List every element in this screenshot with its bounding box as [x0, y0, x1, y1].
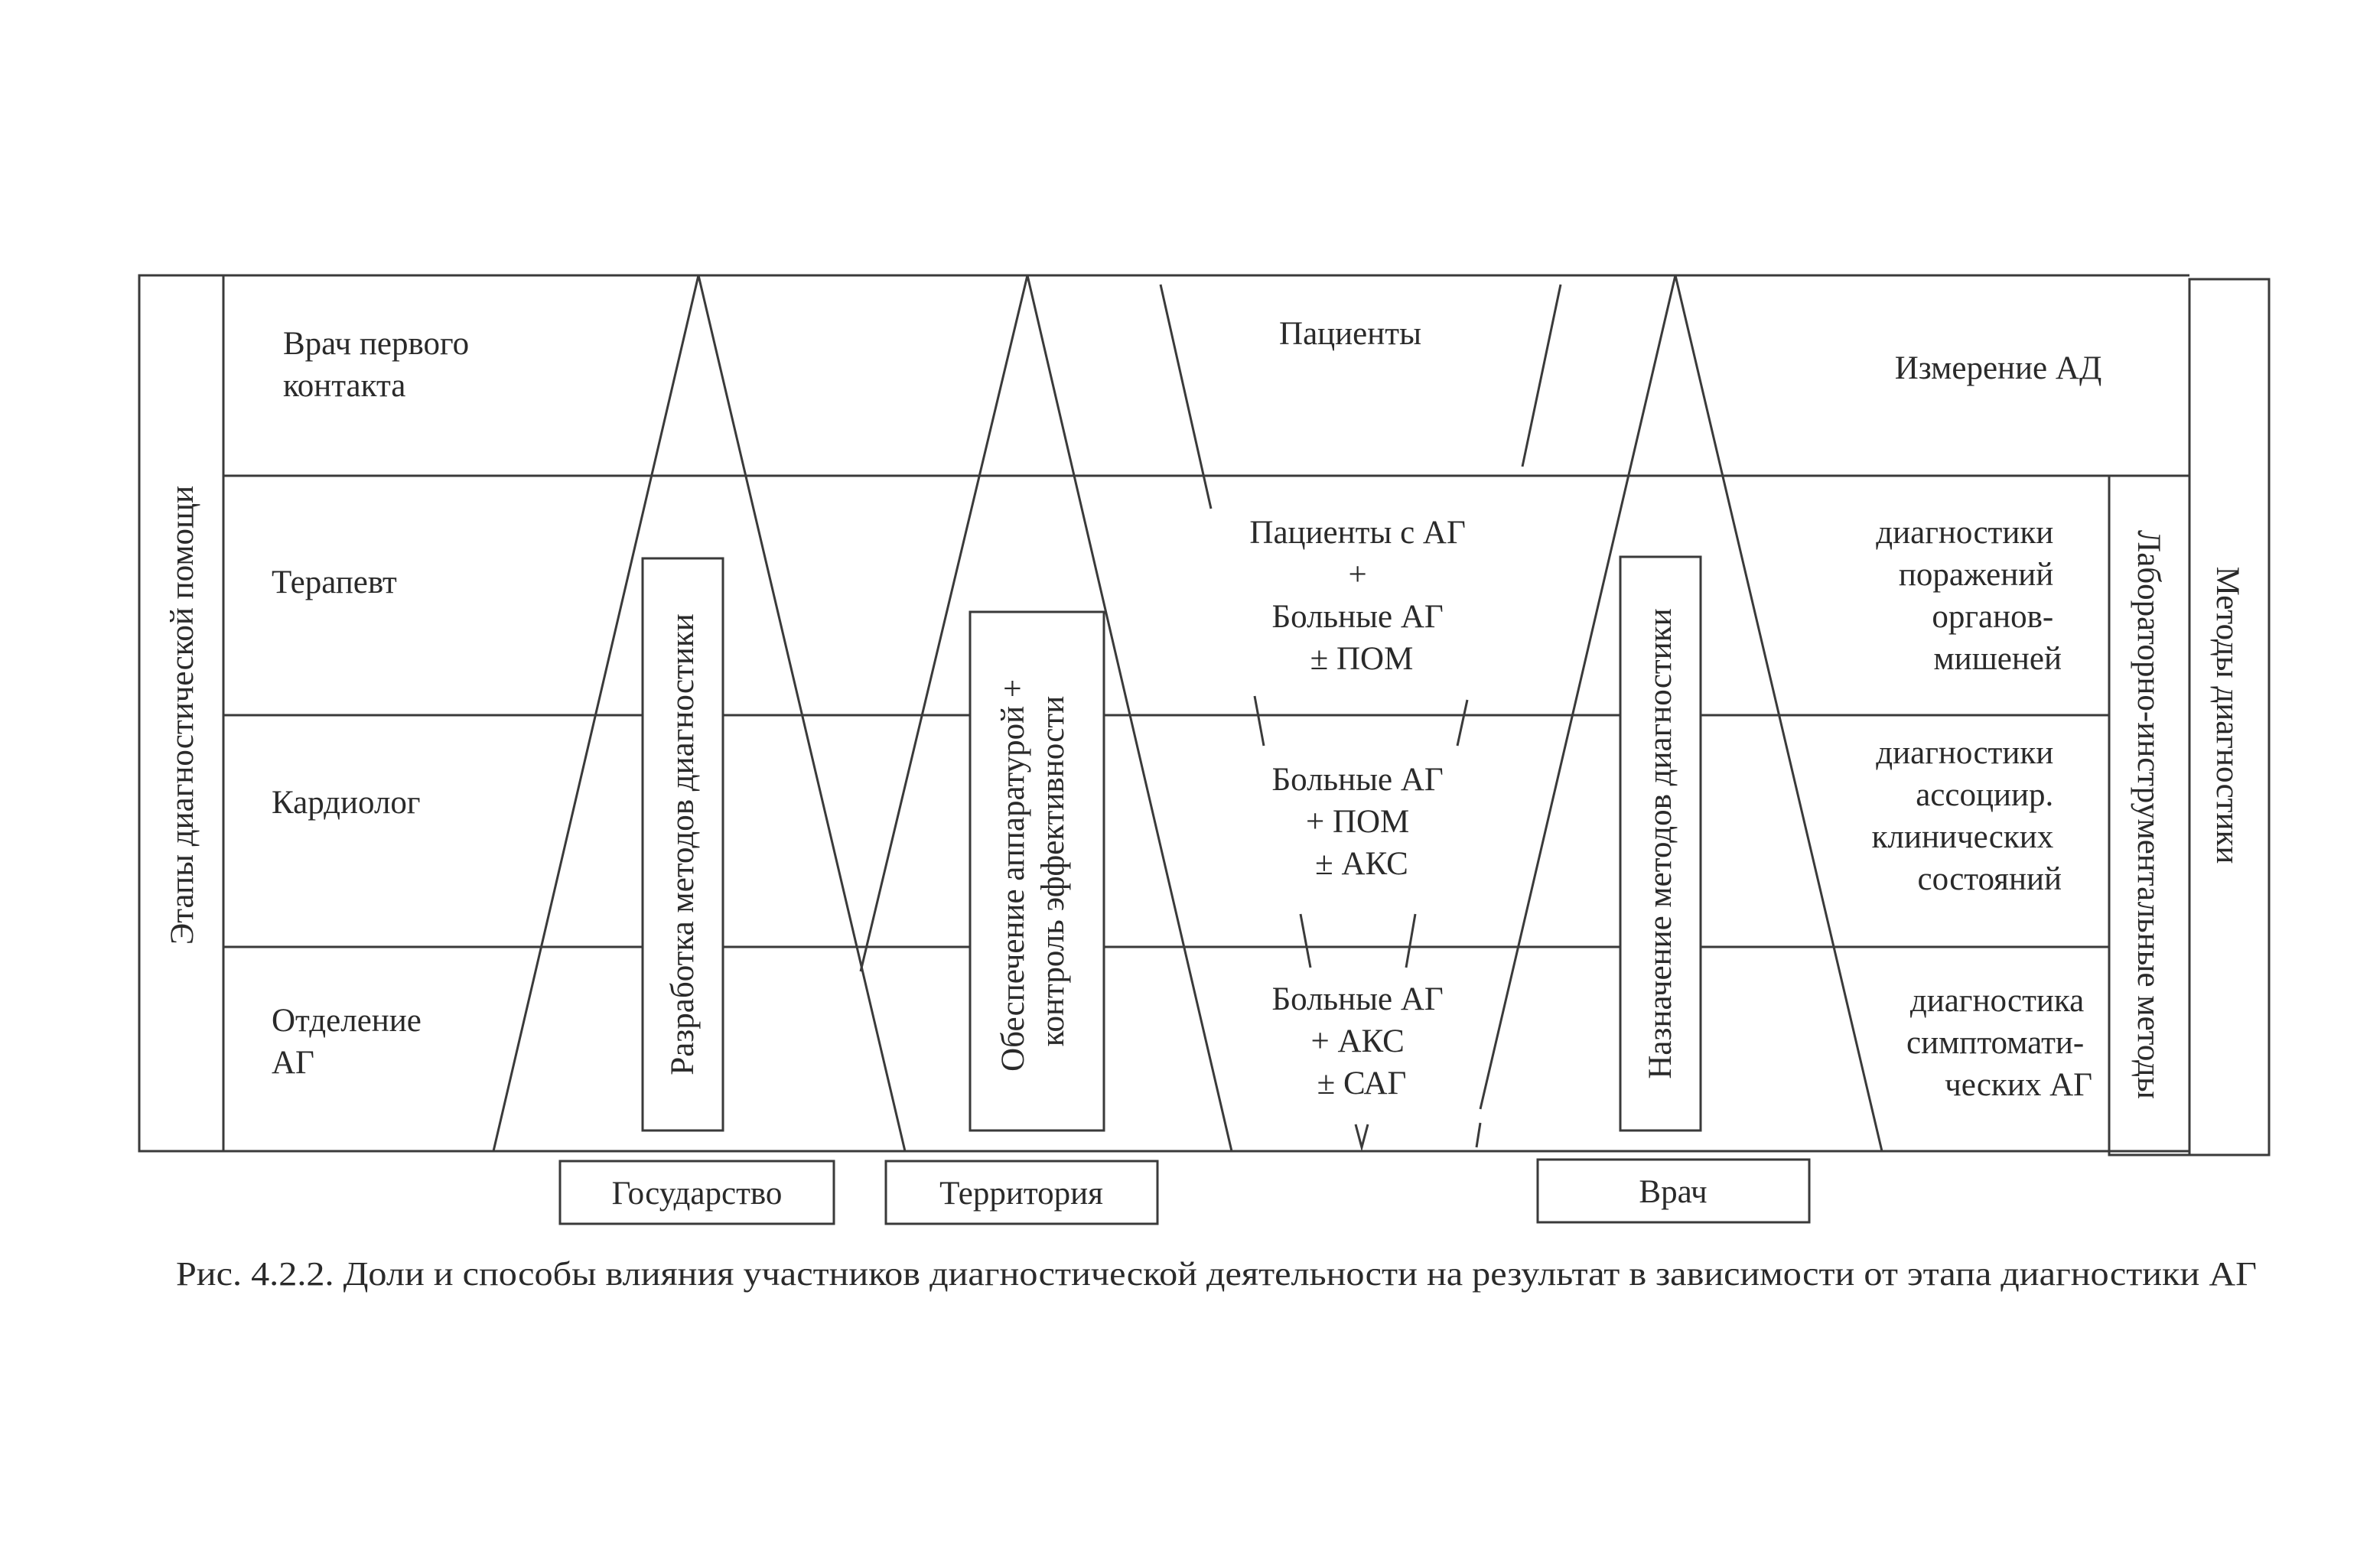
equipment-control-label: Обеспечение аппаратурой + контроль эффек…	[995, 671, 1071, 1072]
patients-ag-department: Больные АГ + АКС ± САГ	[1271, 981, 1451, 1101]
participant-doctor-box	[1536, 1158, 1811, 1224]
stage-first-contact: Врач первого контакта	[283, 326, 477, 404]
territory-triangle	[859, 275, 1233, 1152]
participant-territory-label: Территория	[939, 1176, 1103, 1212]
method-bp-measurement: Измерение АД	[1895, 350, 2102, 386]
figure-caption: Рис. 4.2.2. Доли и способы влияния участ…	[176, 1255, 2257, 1293]
patients-therapist: Пациенты с АГ + Больные АГ ± ПОМ	[1249, 515, 1473, 677]
left-axis-label: Этапы диагностической помощи	[164, 486, 200, 945]
left-axis-box	[138, 274, 225, 1153]
right-axis-label: Методы диагностики	[2209, 567, 2245, 864]
participant-state-label: Государство	[612, 1176, 783, 1212]
participant-state-box	[558, 1160, 835, 1225]
diagram-frame	[138, 274, 2271, 1156]
methods-assignment-label: Назначение методов диагностики	[1642, 608, 1678, 1078]
patients-cardiologist: Больные АГ + ПОМ ± АКС	[1271, 762, 1451, 882]
participant-territory-box	[884, 1160, 1159, 1225]
patient-labels: Пациенты Пациенты с АГ + Больные АГ ± ПО…	[1249, 316, 1473, 1101]
funnel-right-seg-3	[1405, 913, 1417, 968]
funnel-left-top	[1159, 284, 1213, 509]
equipment-control-box	[969, 610, 1105, 1132]
funnel-left-seg-2	[1253, 695, 1265, 747]
stage-labels: Врач первого контакта Терапевт Кардиолог…	[272, 326, 477, 1081]
influence-triangles	[492, 275, 1883, 1152]
participant-doctor-label: Врач	[1639, 1174, 1707, 1210]
vertical-boxes: Разработка методов диагностики Обеспечен…	[641, 555, 1702, 1132]
method-associated-conditions: диагностики ассоциир. клинических состоя…	[1872, 735, 2062, 897]
methods-development-label: Разработка методов диагностики	[665, 613, 701, 1075]
state-triangle	[492, 275, 907, 1152]
lab-methods-box	[2108, 474, 2191, 1156]
patients-all: Пациенты	[1279, 316, 1421, 352]
funnel-left-seg-3	[1299, 913, 1312, 968]
participant-boxes: Государство Территория Врач	[558, 1158, 1811, 1225]
stage-ag-department: Отделение АГ	[272, 1003, 430, 1081]
funnel-right-bottom	[1475, 1122, 1482, 1148]
funnel-right-top	[1521, 284, 1562, 467]
methods-assignment-box	[1619, 555, 1702, 1132]
lab-methods-label: Лабораторно-инструментальные методы	[2131, 530, 2167, 1099]
stage-cardiologist: Кардиолог	[272, 785, 421, 821]
method-labels: Измерение АД диагностики поражений орган…	[1872, 350, 2102, 1103]
method-symptomatic-ag: диагностика симптомати- ческих АГ	[1906, 983, 2092, 1103]
method-target-organs: диагностики поражений органов- мишеней	[1876, 515, 2062, 677]
stage-therapist: Терапевт	[272, 564, 397, 600]
doctor-triangle	[1479, 275, 1883, 1152]
patient-funnel	[1159, 284, 1562, 1152]
funnel-right-seg-2	[1456, 699, 1469, 747]
funnel-bottom-tip	[1354, 1124, 1369, 1152]
methods-development-box	[641, 557, 724, 1132]
